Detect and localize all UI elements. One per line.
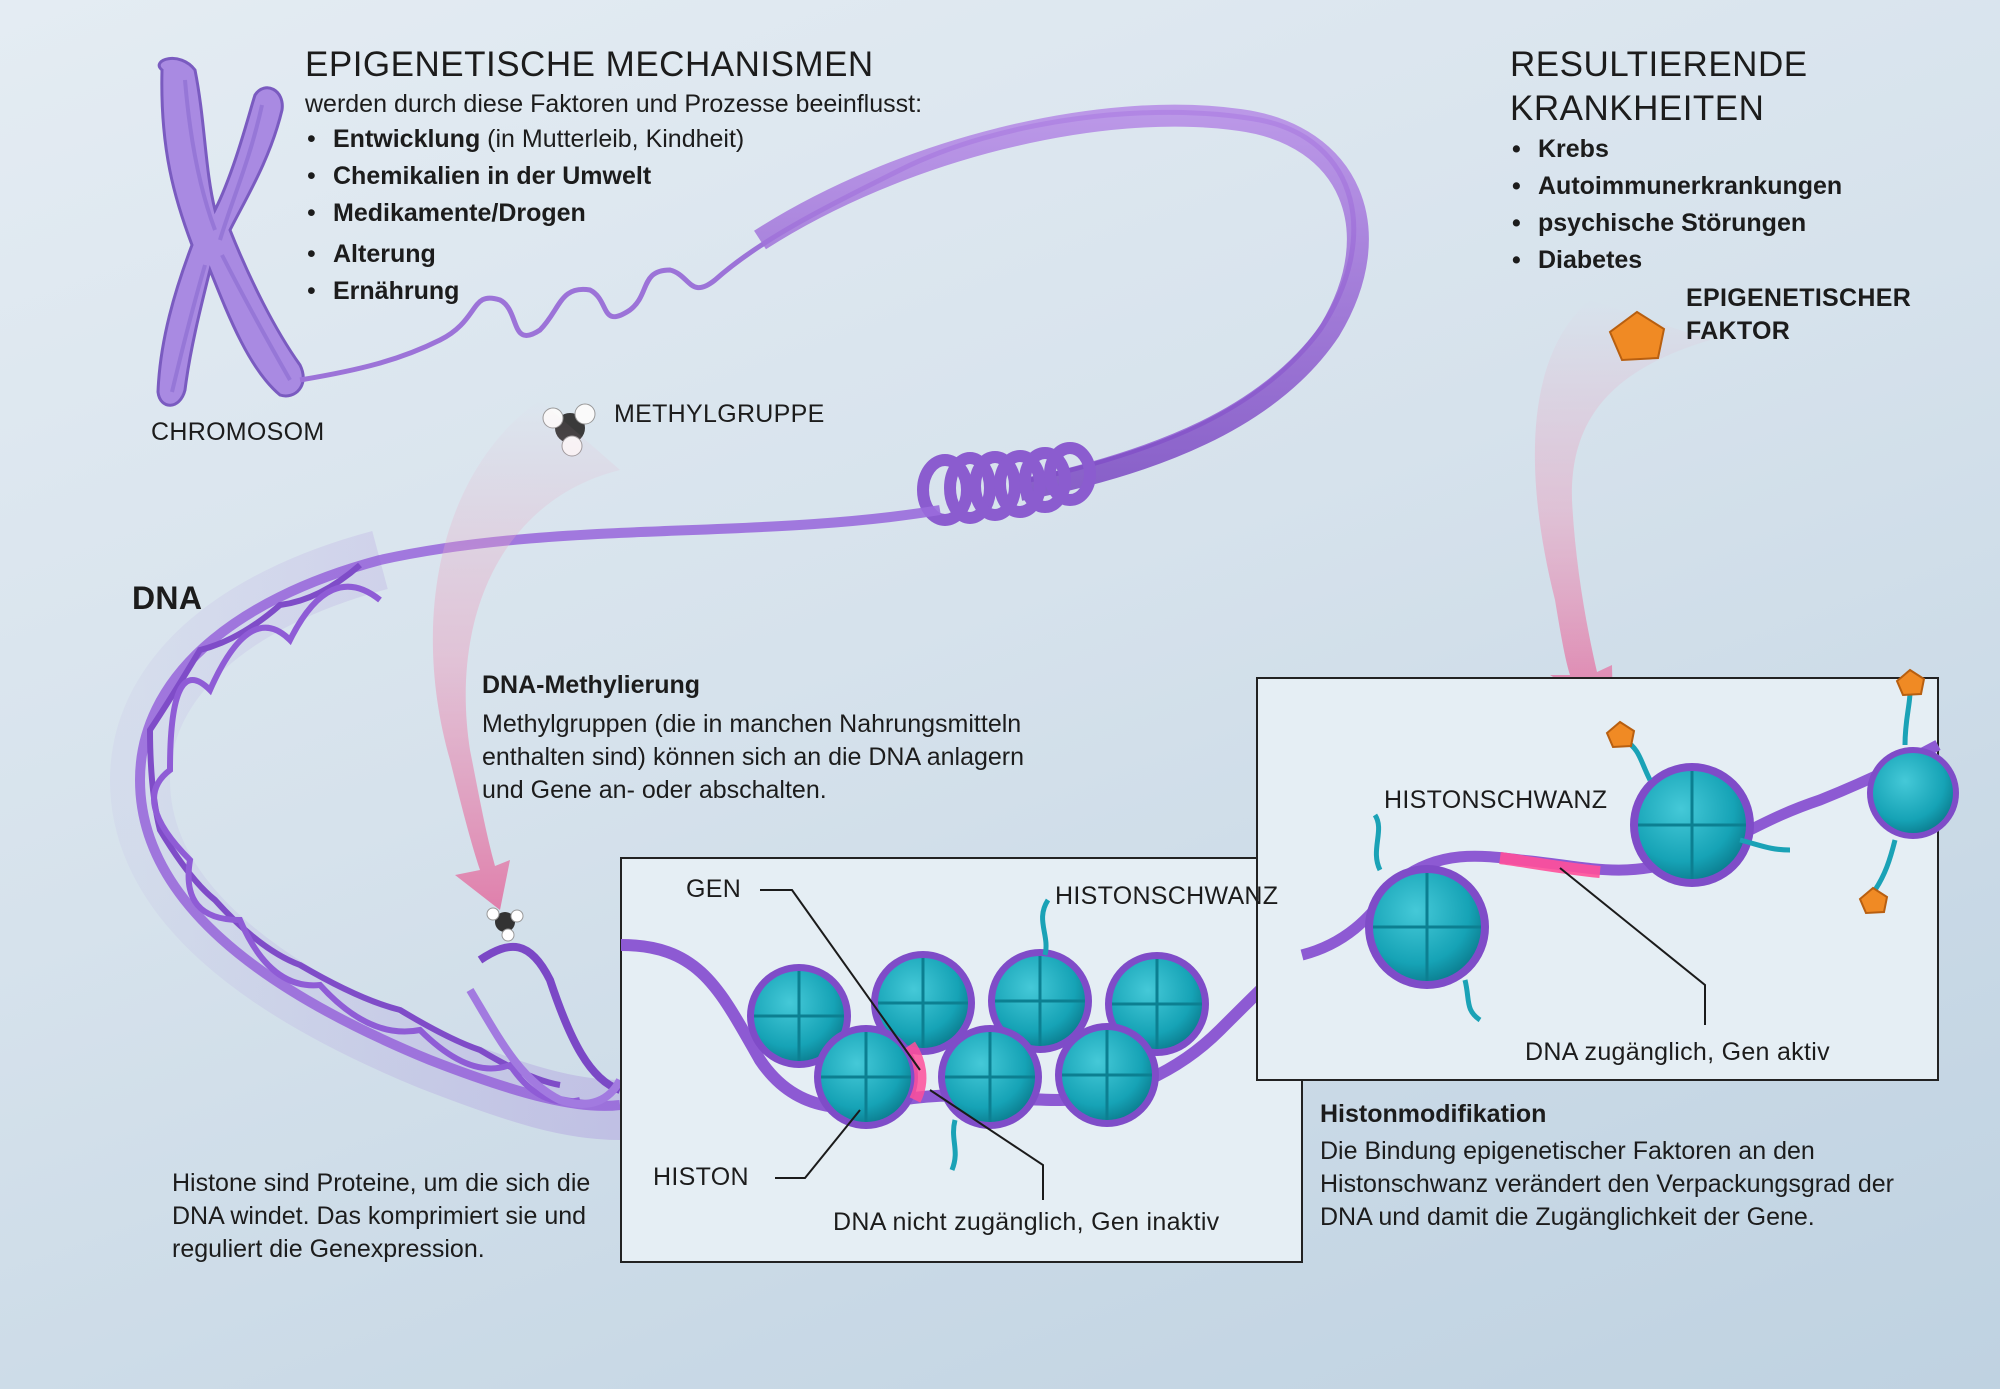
histones-text: Histone sind Proteine, um die sich die D…: [172, 1169, 591, 1263]
disease-item: Krebs: [1510, 131, 1842, 168]
epigenetic-factor-icon: [1608, 310, 1666, 362]
methylation-arrow: [432, 400, 620, 910]
methylgruppe-label: METHYLGRUPPE: [614, 400, 825, 428]
methylation-title: DNA-Methylierung: [482, 671, 701, 699]
diseases-heading-line1: RESULTIERENDE: [1510, 45, 1808, 84]
mechanisms-block: EPIGENETISCHE MECHANISMEN werden durch d…: [305, 43, 922, 310]
dna-inactive-label: DNA nicht zugänglich, Gen inaktiv: [833, 1208, 1220, 1236]
mechanism-item: Chemikalien in der Umwelt: [305, 158, 922, 195]
methylation-body: Methylgruppen (die in manchen Nahrungsmi…: [482, 710, 1025, 804]
chromatin-fiber: [754, 104, 1369, 501]
chromosome-icon: [156, 56, 305, 407]
mechanism-item: Alterung: [305, 236, 922, 273]
disease-item: psychische Störungen: [1510, 205, 1842, 242]
methylation-block: DNA-Methylierung Methylgruppen (die in m…: [482, 669, 1042, 807]
modification-title: Histonmodifikation: [1320, 1100, 1547, 1128]
mechanism-item: Entwicklung (in Mutterleib, Kindheit): [305, 121, 922, 158]
diseases-heading-line2: KRANKHEITEN: [1510, 89, 1765, 128]
histon-label: HISTON: [653, 1163, 749, 1191]
dna-label: DNA: [132, 580, 203, 616]
chromosom-label: CHROMOSOM: [151, 418, 325, 446]
mechanisms-subheading: werden durch diese Faktoren und Prozesse…: [305, 90, 923, 118]
gen-label: GEN: [686, 875, 742, 903]
histonschwanz-right-label: HISTONSCHWANZ: [1384, 786, 1608, 814]
active-chromatin-panel: [1256, 668, 1959, 1081]
diseases-block: RESULTIERENDE KRANKHEITEN Krebs Autoimmu…: [1510, 43, 1842, 279]
coiled-chromatin: [917, 442, 1096, 526]
epigenetic-factor-arrow: [1534, 300, 1710, 715]
dna-active-label: DNA zugänglich, Gen aktiv: [1525, 1038, 1830, 1066]
mechanism-item: Medikamente/Drogen: [305, 195, 922, 232]
methyl-group-on-dna-icon: [486, 907, 524, 942]
modification-block: Histonmodifikation Die Bindung epigeneti…: [1320, 1098, 1920, 1234]
epi-factor-label: EPIGENETISCHER FAKTOR: [1686, 284, 1912, 345]
mechanism-item: Ernährung: [305, 273, 922, 310]
mechanisms-list: Entwicklung (in Mutterleib, Kindheit) Ch…: [305, 121, 922, 310]
modification-body: Die Bindung epigenetischer Faktoren an d…: [1320, 1137, 1894, 1231]
disease-item: Autoimmunerkrankungen: [1510, 168, 1842, 205]
disease-item: Diabetes: [1510, 242, 1842, 279]
diseases-list: Krebs Autoimmunerkrankungen psychische S…: [1510, 131, 1842, 279]
inactive-chromatin-panel: [620, 857, 1305, 1263]
mechanisms-heading: EPIGENETISCHE MECHANISMEN: [305, 45, 874, 84]
histonschwanz-left-label: HISTONSCHWANZ: [1055, 882, 1279, 910]
dna-double-helix: [109, 531, 624, 1140]
